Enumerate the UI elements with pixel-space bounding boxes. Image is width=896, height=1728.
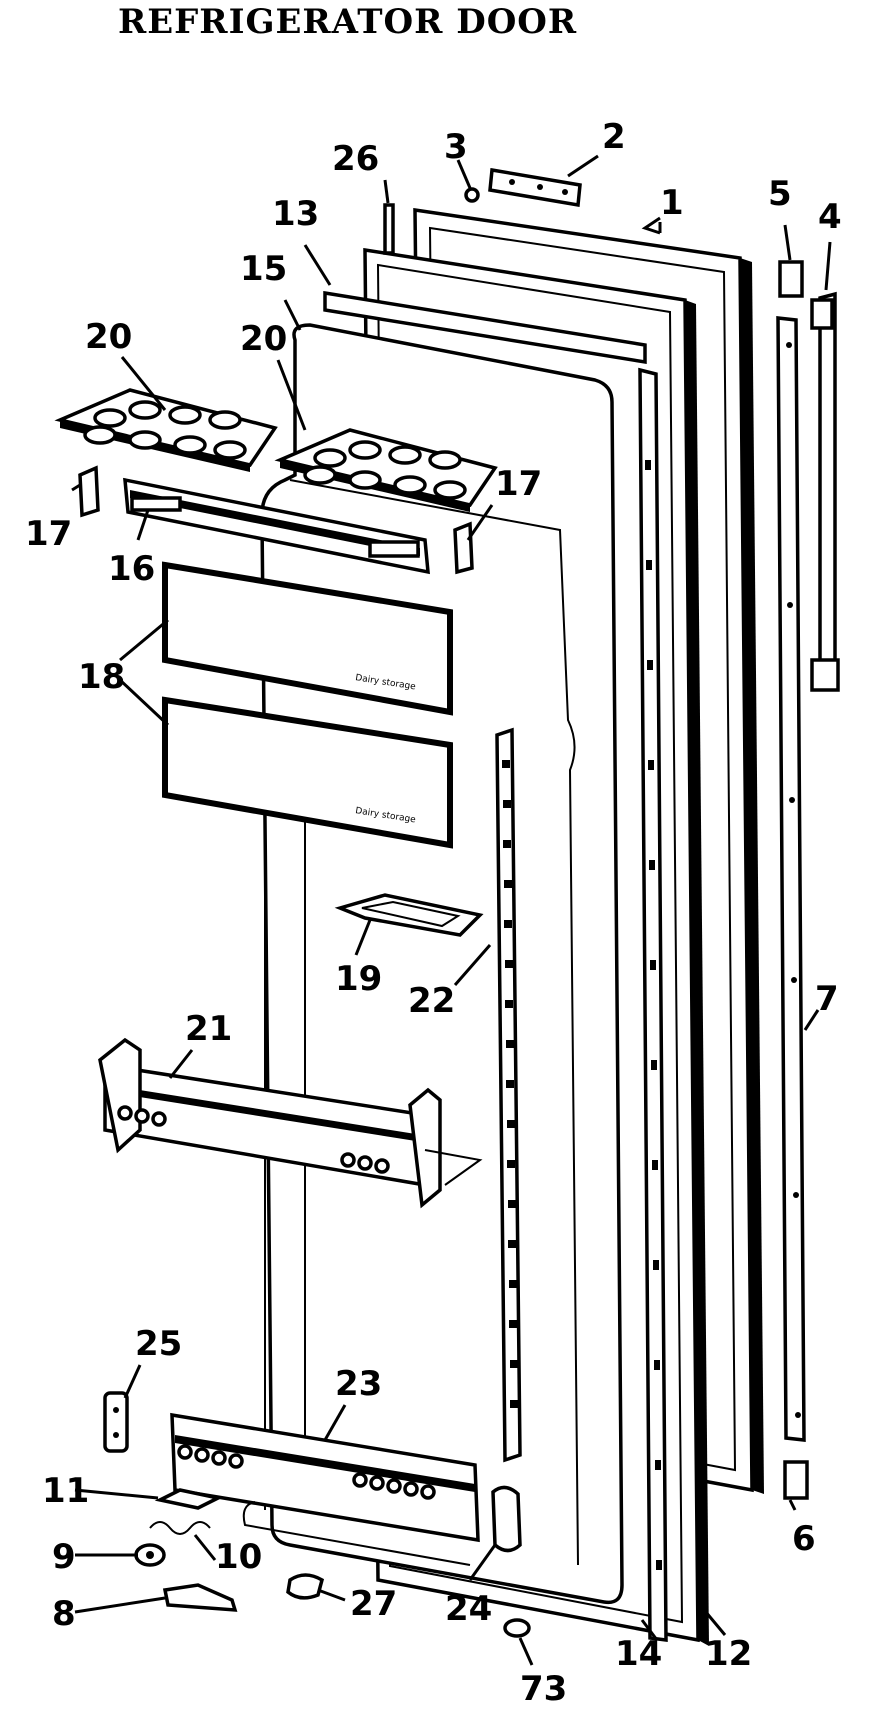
callout-1: 1 xyxy=(660,183,684,223)
callout-25: 25 xyxy=(135,1324,182,1364)
part-20-egg-tray-right xyxy=(274,428,498,512)
callout-12: 12 xyxy=(705,1634,752,1674)
part-18-dairy-bin-upper: Dairy storage xyxy=(162,561,453,716)
callout-14: 14 xyxy=(615,1634,662,1674)
callout-16: 16 xyxy=(108,549,155,589)
callout-15: 15 xyxy=(240,249,287,289)
callout-20-left: 20 xyxy=(85,317,132,357)
callout-11: 11 xyxy=(42,1471,89,1511)
part-10-spring xyxy=(149,1521,211,1535)
callout-9: 9 xyxy=(52,1537,76,1577)
callout-5: 5 xyxy=(768,174,792,214)
part-6-bottom-cap xyxy=(783,1460,809,1500)
part-19-butter-tray xyxy=(334,893,484,937)
callout-7: 7 xyxy=(815,979,839,1019)
callout-20-right: 20 xyxy=(240,319,287,359)
part-18-dairy-bin-lower: Dairy storage xyxy=(162,696,453,849)
callout-2: 2 xyxy=(602,117,626,157)
part-4-hinge-bracket xyxy=(810,291,840,692)
part-11-plate xyxy=(154,1488,224,1510)
callout-3: 3 xyxy=(444,127,468,167)
part-17-support-left xyxy=(78,465,100,518)
part-26-rod xyxy=(383,203,395,255)
part-73-grommet xyxy=(503,1618,531,1638)
callout-73: 73 xyxy=(520,1669,567,1709)
callout-10: 10 xyxy=(215,1537,262,1577)
part-7-side-strip xyxy=(776,316,806,1442)
callout-4: 4 xyxy=(818,197,842,237)
part-21-shelf xyxy=(98,1037,483,1209)
part-5-top-cap xyxy=(778,260,804,298)
callout-8: 8 xyxy=(52,1594,76,1634)
callout-13: 13 xyxy=(272,194,319,234)
callout-26: 26 xyxy=(332,139,379,179)
callout-23: 23 xyxy=(335,1364,382,1404)
diagram-title: REFRIGERATOR DOOR xyxy=(118,2,578,42)
part-22-vertical-rail xyxy=(495,727,522,1463)
callout-6: 6 xyxy=(792,1519,816,1559)
part-8-bottom-bracket xyxy=(162,1583,238,1612)
callout-22: 22 xyxy=(408,981,455,1021)
part-2-hinge xyxy=(488,167,582,208)
leader-lines xyxy=(71,154,832,1666)
part-24-cam xyxy=(491,1485,522,1553)
callout-21: 21 xyxy=(185,1009,232,1049)
part-13-top-trim xyxy=(323,290,647,365)
part-20-egg-tray-left xyxy=(54,388,278,472)
callout-18: 18 xyxy=(78,657,125,697)
part-23-bottom-shelf xyxy=(170,1412,480,1566)
callout-17-right: 17 xyxy=(495,464,542,504)
part-25-stop xyxy=(103,1391,129,1453)
part-3-screw xyxy=(464,187,480,203)
callout-24: 24 xyxy=(445,1589,492,1629)
part-27-plug xyxy=(286,1573,325,1600)
callout-17-left: 17 xyxy=(25,514,72,554)
part-17-support-right xyxy=(453,521,474,575)
part-9-bushing xyxy=(134,1543,166,1567)
callout-27: 27 xyxy=(350,1584,397,1624)
part-14-breaker-strip xyxy=(638,367,668,1642)
callout-19: 19 xyxy=(335,959,382,999)
part-16-top-rail xyxy=(123,477,430,575)
